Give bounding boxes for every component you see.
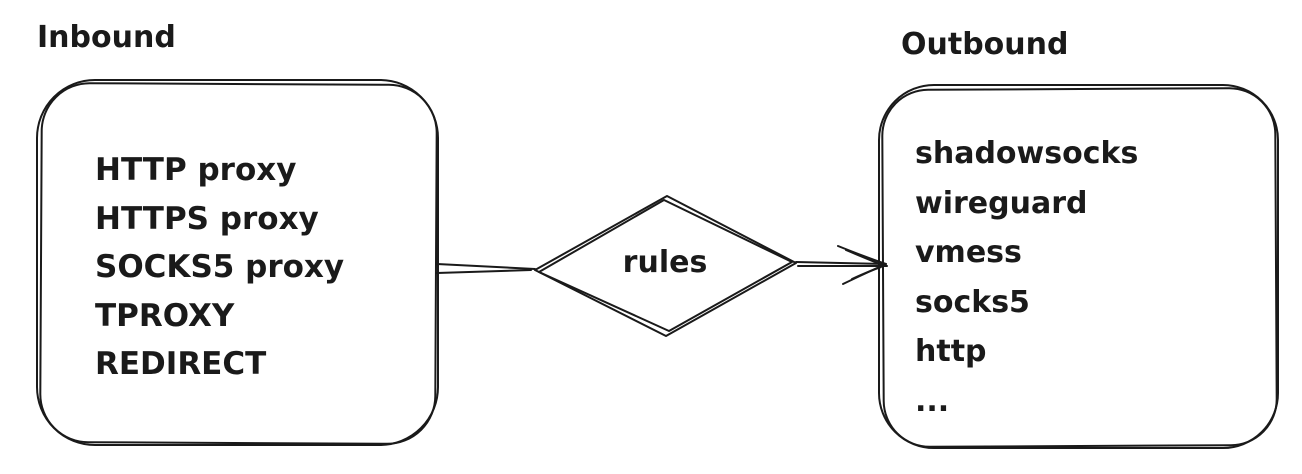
rules-label: rules [622, 245, 708, 280]
inbound-item-redirect: REDIRECT [95, 346, 267, 382]
inbound-title: Inbound [37, 20, 176, 55]
outbound-item-vmess: vmess [915, 235, 1022, 270]
outbound-title: Outbound [901, 27, 1069, 62]
outbound-list: shadowsocks wireguard vmess socks5 http … [915, 129, 1138, 426]
outbound-item-shadowsocks: shadowsocks [915, 136, 1139, 171]
rules-to-outbound-arrow [795, 245, 888, 285]
inbound-to-rules-line [436, 263, 536, 274]
outbound-item-wireguard: wireguard [915, 185, 1088, 221]
outbound-item-http: http [915, 334, 987, 369]
inbound-item-https-proxy: HTTPS proxy [95, 200, 319, 237]
inbound-item-socks5-proxy: SOCKS5 proxy [95, 249, 345, 285]
inbound-list: HTTP proxy HTTPS proxy SOCKS5 proxy TPRO… [95, 146, 344, 389]
arrowhead-stroke [851, 266, 882, 280]
outbound-item-socks5: socks5 [915, 284, 1030, 320]
inbound-box [36, 79, 439, 446]
inbound-item-tproxy: TPROXY [95, 297, 235, 334]
inbound-item-http-proxy: HTTP proxy [95, 152, 297, 188]
arrowhead-stroke [837, 245, 887, 265]
outbound-item-ellipsis: ... [915, 383, 950, 419]
